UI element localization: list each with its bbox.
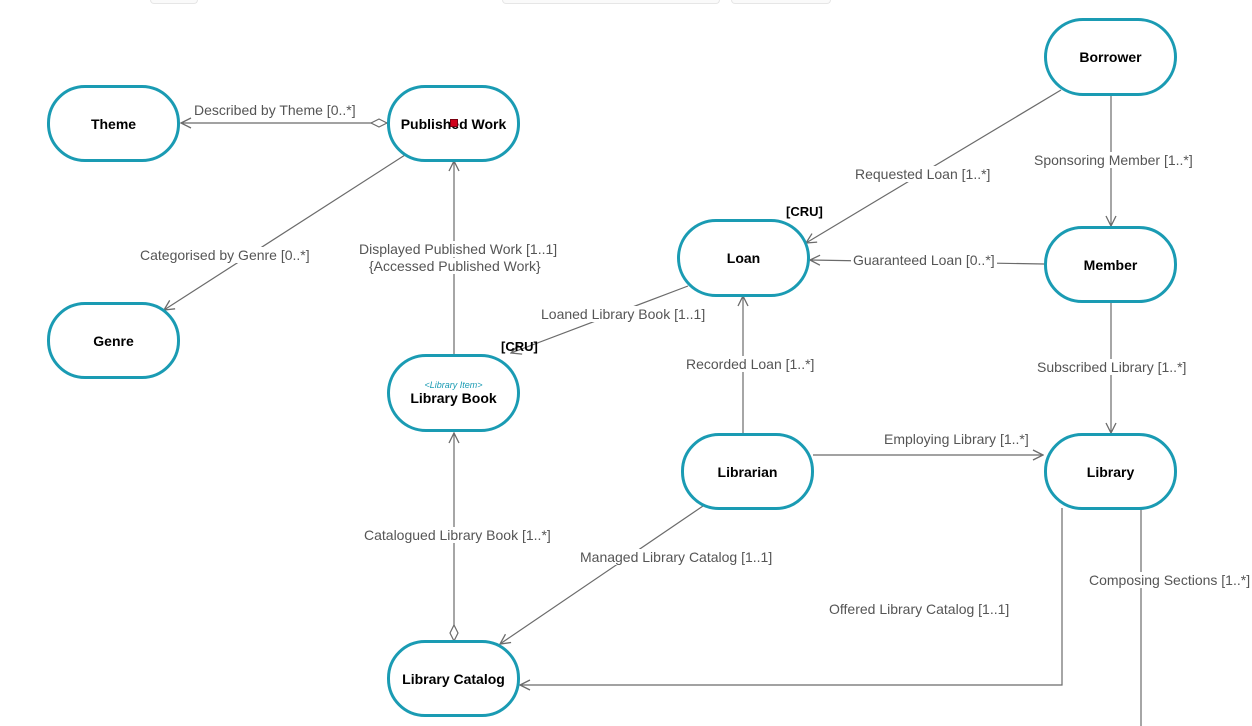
- label-recorded-loan: Recorded Loan [1..*]: [684, 356, 817, 372]
- label-sponsoring-member: Sponsoring Member [1..*]: [1032, 152, 1195, 168]
- node-label: Loan: [726, 250, 761, 266]
- node-label: Theme: [90, 115, 137, 132]
- edge-categorised-by-genre[interactable]: [164, 154, 406, 310]
- node-library[interactable]: Library: [1044, 433, 1177, 510]
- label-subscribed-library: Subscribed Library [1..*]: [1035, 359, 1189, 375]
- label-offered-library-catalog: Offered Library Catalog [1..1]: [827, 601, 1012, 617]
- label-managed-library-catalog: Managed Library Catalog [1..1]: [578, 549, 775, 565]
- label-composing-sections: Composing Sections [1..*]: [1087, 572, 1252, 588]
- node-label: Member: [1083, 256, 1138, 273]
- node-label: Borrower: [1079, 49, 1142, 65]
- node-label: Library Catalog: [402, 670, 505, 687]
- node-genre[interactable]: Genre: [47, 302, 180, 379]
- node-label: Librarian: [717, 463, 778, 480]
- node-borrower[interactable]: Borrower: [1044, 18, 1177, 96]
- node-member[interactable]: Member: [1044, 226, 1177, 303]
- selection-handle[interactable]: [450, 119, 458, 127]
- node-library-catalog[interactable]: Library Catalog: [387, 640, 520, 717]
- tag-library-book-cru: [CRU]: [501, 339, 538, 354]
- node-librarian[interactable]: Librarian: [681, 433, 814, 510]
- node-stereotype: <Library Item>: [424, 380, 483, 390]
- node-label: Library: [1086, 463, 1135, 480]
- edge-managed-library-catalog[interactable]: [500, 505, 704, 644]
- label-requested-loan: Requested Loan [1..*]: [853, 166, 993, 182]
- label-described-by-theme: Described by Theme [0..*]: [192, 102, 358, 118]
- label-categorised-by-genre: Categorised by Genre [0..*]: [138, 247, 312, 263]
- label-catalogued-library-book: Catalogued Library Book [1..*]: [362, 527, 553, 543]
- label-employing-library: Employing Library [1..*]: [882, 431, 1031, 447]
- node-loan[interactable]: Loan: [677, 219, 810, 297]
- tag-loan-cru: [CRU]: [786, 204, 823, 219]
- label-accessed-published-work: {Accessed Published Work}: [367, 258, 543, 274]
- node-theme[interactable]: Theme: [47, 85, 180, 162]
- label-displayed-published-work: Displayed Published Work [1..1]: [357, 241, 560, 257]
- label-guaranteed-loan: Guaranteed Loan [0..*]: [851, 252, 997, 268]
- node-label: Library Book: [410, 390, 497, 406]
- edge-offered-library-catalog[interactable]: [520, 508, 1063, 685]
- label-loaned-library-book: Loaned Library Book [1..1]: [539, 306, 708, 322]
- node-library-book[interactable]: <Library Item> Library Book: [387, 354, 520, 432]
- node-label: Genre: [93, 332, 134, 349]
